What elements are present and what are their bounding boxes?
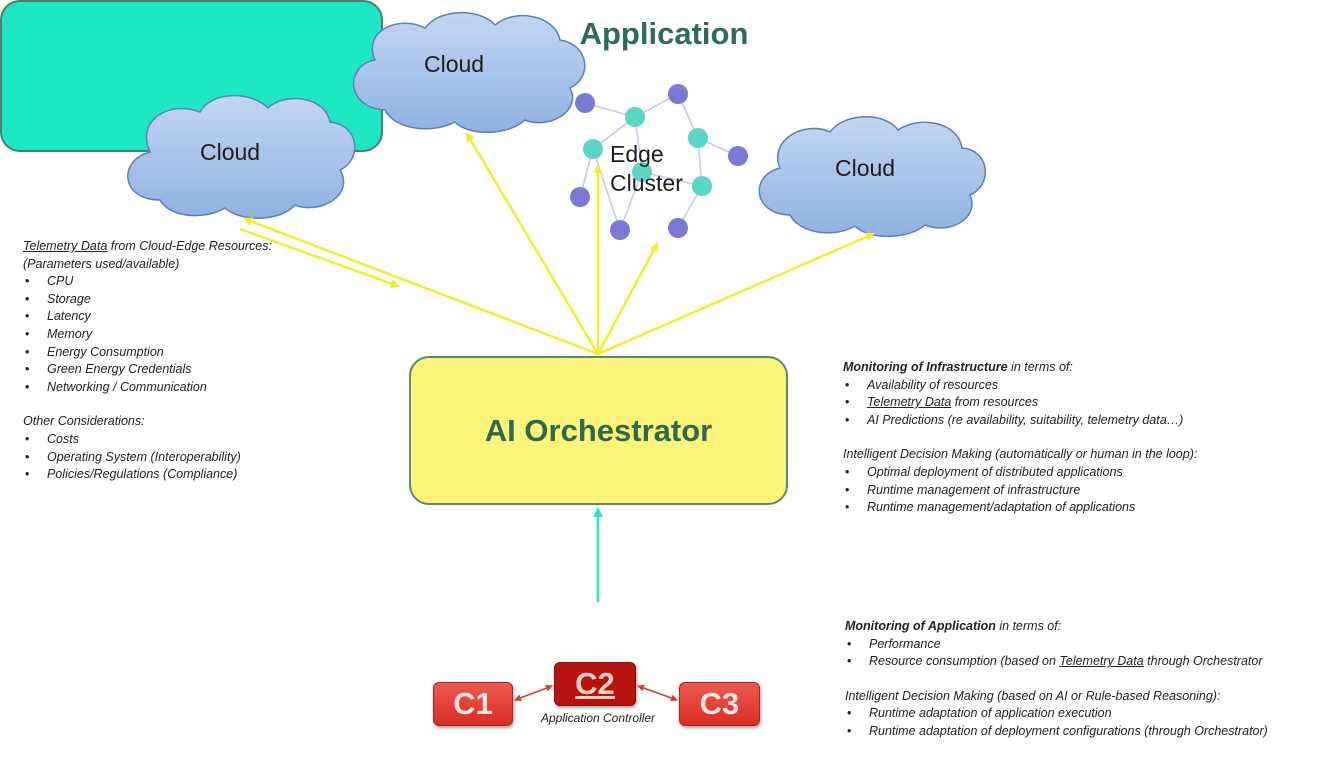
edge-cluster-nodes bbox=[570, 84, 748, 240]
list-item: Memory bbox=[23, 326, 353, 344]
list-item: Resource consumption (based on Telemetry… bbox=[845, 653, 1325, 671]
edge-cluster-line2: Cluster bbox=[610, 170, 683, 196]
node-teal bbox=[583, 139, 603, 159]
list-item: Runtime management of infrastructure bbox=[843, 482, 1313, 500]
list-item: Storage bbox=[23, 291, 353, 309]
list-item: Performance bbox=[845, 636, 1325, 654]
ai-orchestrator-box: AI Orchestrator bbox=[409, 356, 788, 505]
arrow-to-cloud-right bbox=[597, 232, 875, 356]
arrow-c1-c2 bbox=[514, 684, 553, 702]
node-purple bbox=[668, 84, 688, 104]
yellow-arrows bbox=[239, 132, 875, 356]
component-c1-label: C1 bbox=[453, 686, 493, 721]
infra-title: Monitoring of Infrastructure in terms of… bbox=[843, 360, 1073, 374]
arrow-to-cloud-top bbox=[465, 132, 600, 355]
list-item: Green Energy Credentials bbox=[23, 361, 353, 379]
list-item: Networking / Communication bbox=[23, 379, 353, 397]
application-label: Application bbox=[579, 16, 749, 51]
node-purple bbox=[668, 218, 688, 238]
infra-list: Availability of resources Telemetry Data… bbox=[843, 377, 1313, 430]
list-item: Availability of resources bbox=[843, 377, 1313, 395]
application-controller-label: Application Controller bbox=[540, 711, 656, 725]
application-monitoring-panel: Monitoring of Application in terms of: P… bbox=[845, 618, 1325, 741]
telemetry-list: CPU Storage Latency Memory Energy Consum… bbox=[23, 273, 353, 396]
cloud-shape-right bbox=[758, 116, 986, 238]
cloud-label-top: Cloud bbox=[424, 51, 485, 77]
cloud-label-left: Cloud bbox=[200, 139, 261, 165]
list-item: Optimal deployment of distributed applic… bbox=[843, 464, 1313, 482]
arrow-telemetry-back bbox=[239, 227, 400, 288]
telemetry-panel: Telemetry Data from Cloud-Edge Resources… bbox=[23, 238, 353, 484]
edge-cluster-label: Edge Cluster bbox=[610, 140, 683, 198]
ai-orchestrator-label: AI Orchestrator bbox=[484, 412, 713, 448]
list-item: Costs bbox=[23, 431, 353, 449]
node-purple bbox=[570, 187, 590, 207]
component-c3-label: C3 bbox=[699, 686, 740, 721]
arrow-to-edge-node bbox=[596, 242, 659, 355]
appmon-list: Performance Resource consumption (based … bbox=[845, 636, 1325, 671]
component-c3: C3 bbox=[679, 682, 760, 726]
infra-decision-list: Optimal deployment of distributed applic… bbox=[843, 464, 1313, 517]
appmon-decision-list: Runtime adaptation of application execut… bbox=[845, 705, 1325, 740]
appmon-title: Monitoring of Application in terms of: bbox=[845, 619, 1062, 633]
list-item: Latency bbox=[23, 308, 353, 326]
list-item: Runtime adaptation of application execut… bbox=[845, 705, 1325, 723]
component-c1: C1 bbox=[433, 682, 513, 726]
cloud-shape-top bbox=[352, 11, 586, 133]
arrow-c2-c3 bbox=[637, 684, 678, 702]
node-purple bbox=[728, 146, 748, 166]
arrow-to-cloud-left bbox=[243, 217, 599, 356]
cloud-shape-left bbox=[127, 95, 356, 219]
component-c2: C2 bbox=[554, 662, 636, 706]
list-item: AI Predictions (re availability, suitabi… bbox=[843, 412, 1313, 430]
infrastructure-panel: Monitoring of Infrastructure in terms of… bbox=[843, 359, 1313, 517]
infra-decision-title: Intelligent Decision Making (automatical… bbox=[843, 447, 1198, 462]
node-teal bbox=[625, 107, 645, 127]
list-item: Runtime adaptation of deployment configu… bbox=[845, 723, 1325, 741]
node-purple bbox=[610, 220, 630, 240]
list-item: Energy Consumption bbox=[23, 344, 353, 362]
component-c2-label: C2 bbox=[575, 666, 615, 701]
appmon-decision-title: Intelligent Decision Making (based on AI… bbox=[845, 688, 1221, 703]
other-considerations-list: Costs Operating System (Interoperability… bbox=[23, 431, 353, 484]
list-item: Policies/Regulations (Compliance) bbox=[23, 466, 353, 484]
node-teal bbox=[632, 162, 652, 182]
telemetry-subtitle: (Parameters used/available) bbox=[23, 256, 180, 271]
cloud-label-right: Cloud bbox=[835, 155, 896, 181]
node-purple bbox=[575, 93, 595, 113]
list-item: Operating System (Interoperability) bbox=[23, 449, 353, 467]
list-item: CPU bbox=[23, 273, 353, 291]
other-considerations-title: Other Considerations: bbox=[23, 414, 145, 429]
telemetry-title: Telemetry Data from Cloud-Edge Resources… bbox=[23, 239, 272, 253]
node-teal bbox=[688, 128, 708, 148]
edge-cluster-line1: Edge bbox=[610, 141, 664, 167]
node-teal bbox=[692, 176, 712, 196]
list-item: Telemetry Data from resources bbox=[843, 394, 1313, 412]
list-item: Runtime management/adaptation of applica… bbox=[843, 499, 1313, 517]
